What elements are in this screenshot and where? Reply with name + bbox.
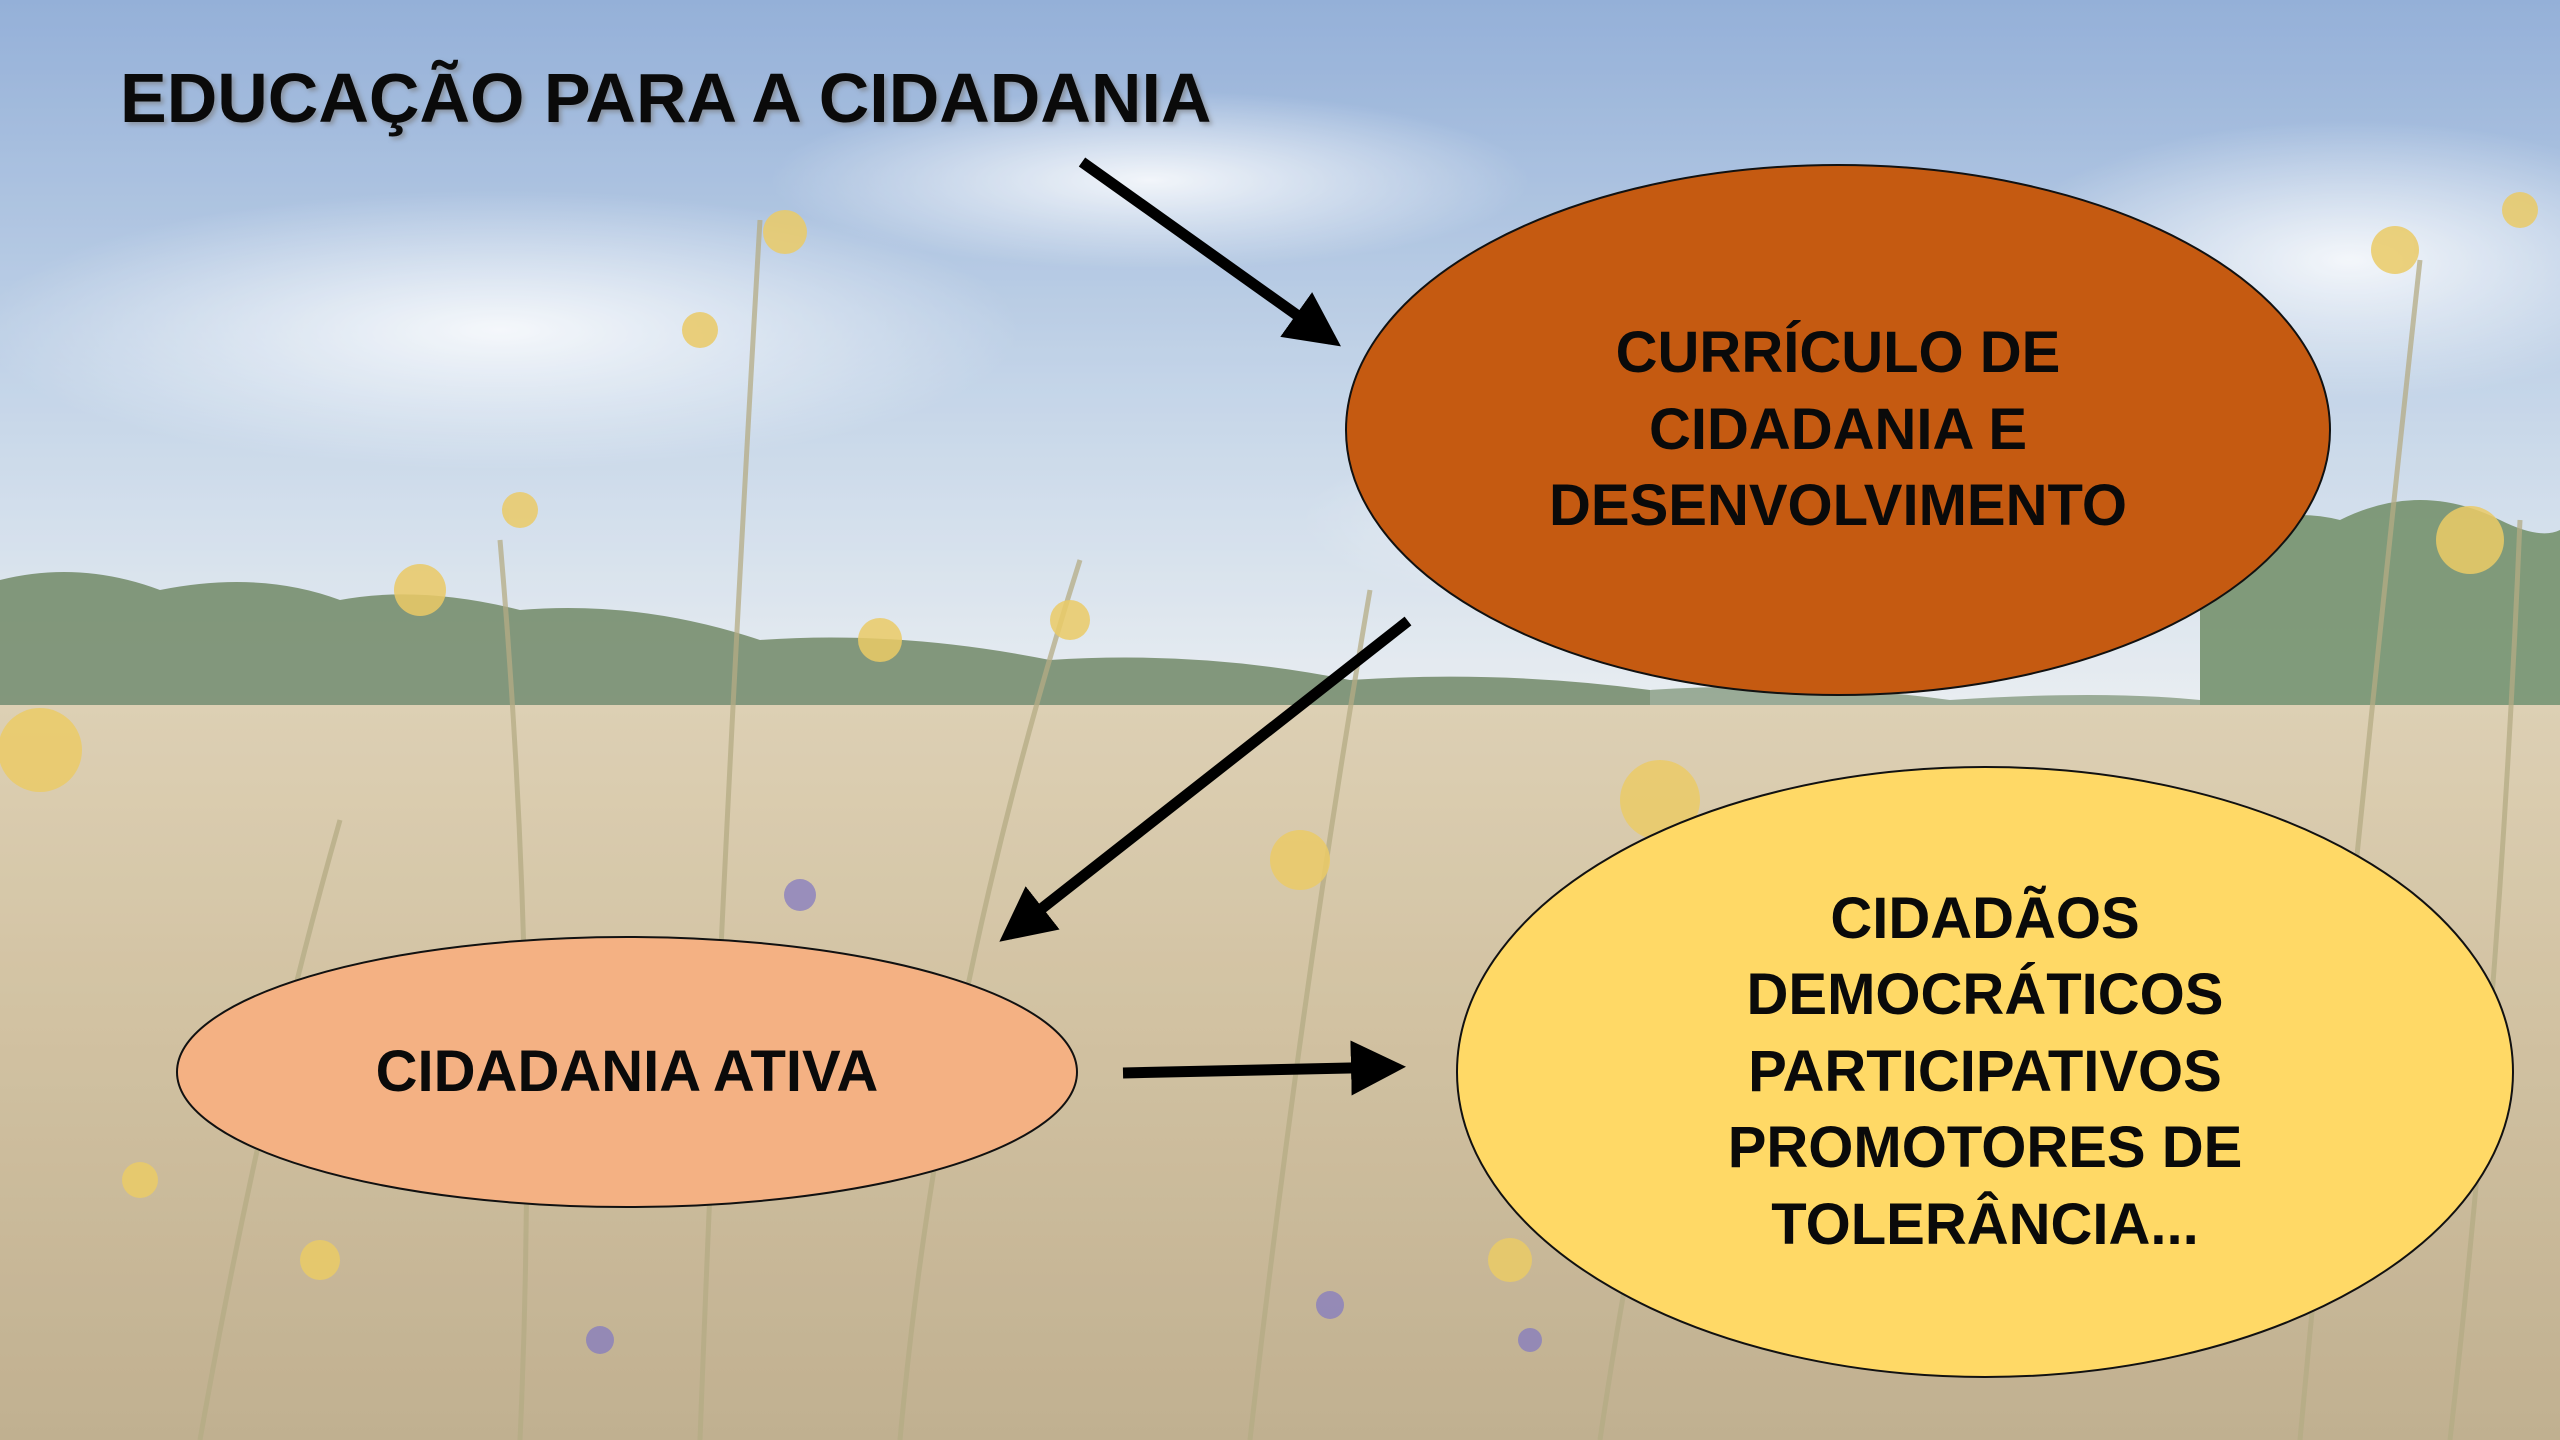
curriculo-line-1: CURRÍCULO DE <box>1615 320 2061 386</box>
curriculo-ellipse <box>1345 164 2331 696</box>
cidadaos-line-1: CIDADÃOS <box>1830 885 2140 951</box>
cidadania-ativa-label: CIDADANIA ATIVA <box>177 937 1077 1207</box>
arrow-curriculo-to-cidadania-ativa <box>999 616 1412 942</box>
curriculo-line-2: CIDADANIA E <box>1648 396 2028 462</box>
slide-title: EDUCAÇÃO PARA A CIDADANIA <box>120 59 1212 137</box>
cidadaos-label: CIDADÃOS DEMOCRÁTICOS PARTICIPATIVOS PRO… <box>1457 767 2513 1377</box>
curriculo-line-3: DESENVOLVIMENTO <box>1549 473 2127 539</box>
cidadania-ativa-line-1: CIDADANIA ATIVA <box>375 1038 879 1104</box>
cidadania-ativa-ellipse <box>176 936 1078 1208</box>
arrow-cidadania-ativa-to-cidadaos <box>1122 1040 1406 1096</box>
cidadaos-line-5: TOLERÂNCIA... <box>1771 1191 2199 1257</box>
cidadaos-line-2: DEMOCRÁTICOS <box>1746 962 2224 1028</box>
cidadaos-ellipse <box>1456 766 2514 1378</box>
cidadaos-line-3: PARTICIPATIVOS <box>1748 1038 2222 1104</box>
cidadaos-line-4: PROMOTORES DE <box>1727 1115 2243 1181</box>
curriculo-label: CURRÍCULO DE CIDADANIA E DESENVOLVIMENTO <box>1346 165 2330 695</box>
arrow-title-to-curriculo <box>1078 157 1341 347</box>
